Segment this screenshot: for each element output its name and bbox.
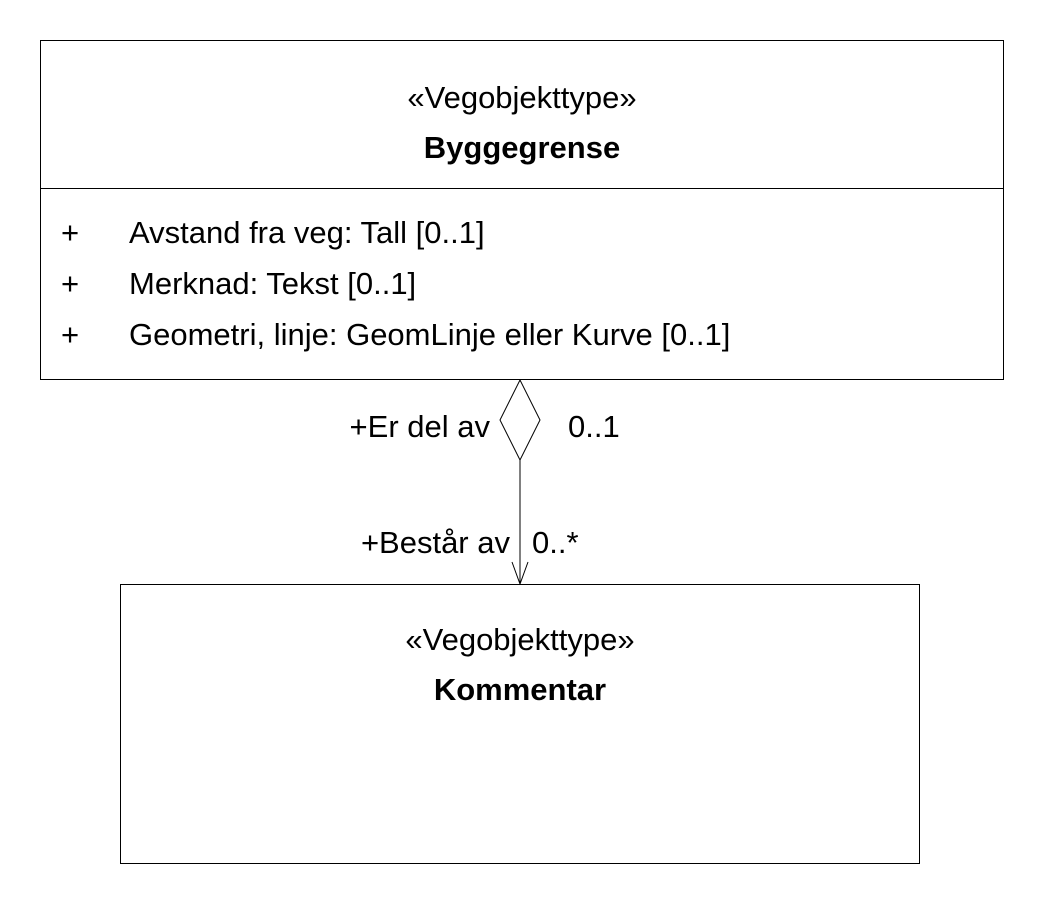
attribute-row: + Geometri, linje: GeomLinje eller Kurve… — [41, 309, 1003, 360]
source-multiplicity-label: 0..1 — [568, 409, 620, 444]
attribute-text: Merknad: Tekst [0..1] — [129, 266, 417, 301]
class-header: «Vegobjekttype» Kommentar — [121, 585, 919, 715]
navigability-arrowhead — [511, 561, 529, 586]
attribute-row: + Avstand fra veg: Tall [0..1] — [41, 207, 1003, 258]
stereotype-label: «Vegobjekttype» — [407, 80, 637, 115]
attribute-visibility: + — [61, 215, 80, 250]
attribute-text: Avstand fra veg: Tall [0..1] — [129, 215, 485, 250]
attribute-row: + Merknad: Tekst [0..1] — [41, 258, 1003, 309]
class-kommentar[interactable]: «Vegobjekttype» Kommentar — [120, 584, 920, 864]
attribute-visibility: + — [61, 266, 80, 301]
target-multiplicity-label: 0..* — [532, 525, 579, 560]
attribute-visibility: + — [61, 317, 80, 352]
target-role-label: +Består av — [360, 525, 510, 560]
stereotype-label: «Vegobjekttype» — [405, 622, 635, 657]
attribute-compartment: + Avstand fra veg: Tall [0..1] + Merknad… — [41, 189, 1003, 360]
source-role-label: +Er del av — [349, 409, 490, 444]
class-header: «Vegobjekttype» Byggegrense — [41, 41, 1003, 189]
class-name: Kommentar — [433, 672, 607, 707]
class-name: Byggegrense — [423, 130, 621, 165]
attribute-text: Geometri, linje: GeomLinje eller Kurve [… — [129, 317, 731, 352]
aggregation-diamond — [499, 378, 541, 462]
class-byggegrense[interactable]: «Vegobjekttype» Byggegrense + Avstand fr… — [40, 40, 1004, 380]
